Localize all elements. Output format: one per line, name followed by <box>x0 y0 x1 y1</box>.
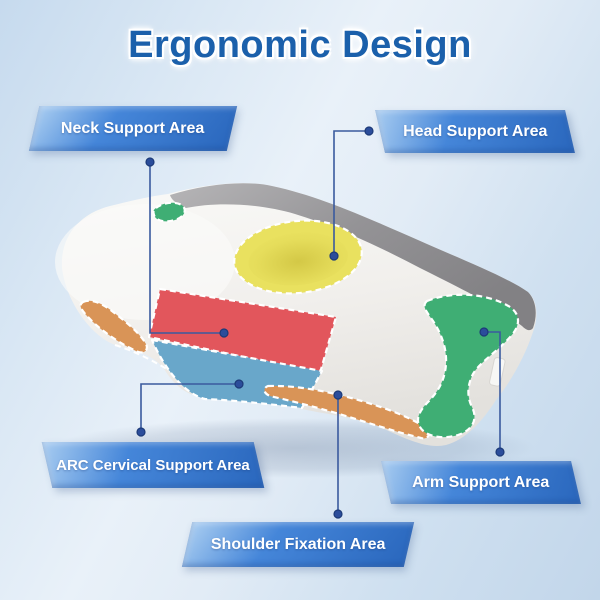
arm-support-region-left <box>152 201 186 223</box>
shoulder-fixation-label-text: Shoulder Fixation Area <box>210 535 386 553</box>
arm-connector <box>479 327 505 457</box>
pillow-back-panel <box>170 183 536 331</box>
head-connector <box>329 126 374 261</box>
arc-cervical-support-label: ARC Cervical Support Area <box>41 442 265 488</box>
neck-connector <box>145 157 229 338</box>
arc-cervical-connector <box>136 379 244 437</box>
seam-line <box>114 344 211 398</box>
arm-support-label-text: Arm Support Area <box>412 473 550 491</box>
neck-support-region <box>147 287 338 375</box>
shoulder-fixation-region-left <box>79 299 148 354</box>
head-support-label-text: Head Support Area <box>402 122 548 140</box>
head-support-dip-shading <box>248 232 349 286</box>
pillow-highlight <box>55 204 235 320</box>
shoulder-fixation-label: Shoulder Fixation Area <box>181 522 415 567</box>
neck-support-label-text: Neck Support Area <box>61 119 205 137</box>
page-title: Ergonomic Design <box>128 24 472 66</box>
arm-support-label: Arm Support Area <box>381 461 581 504</box>
head-support-label: Head Support Area <box>375 110 575 153</box>
arc-cervical-support-label-text: ARC Cervical Support Area <box>56 456 250 474</box>
neck-support-label: Neck Support Area <box>28 106 238 151</box>
arm-support-region <box>416 293 520 439</box>
shoulder-fixation-region <box>263 384 430 440</box>
shoulder-connector <box>333 390 343 519</box>
